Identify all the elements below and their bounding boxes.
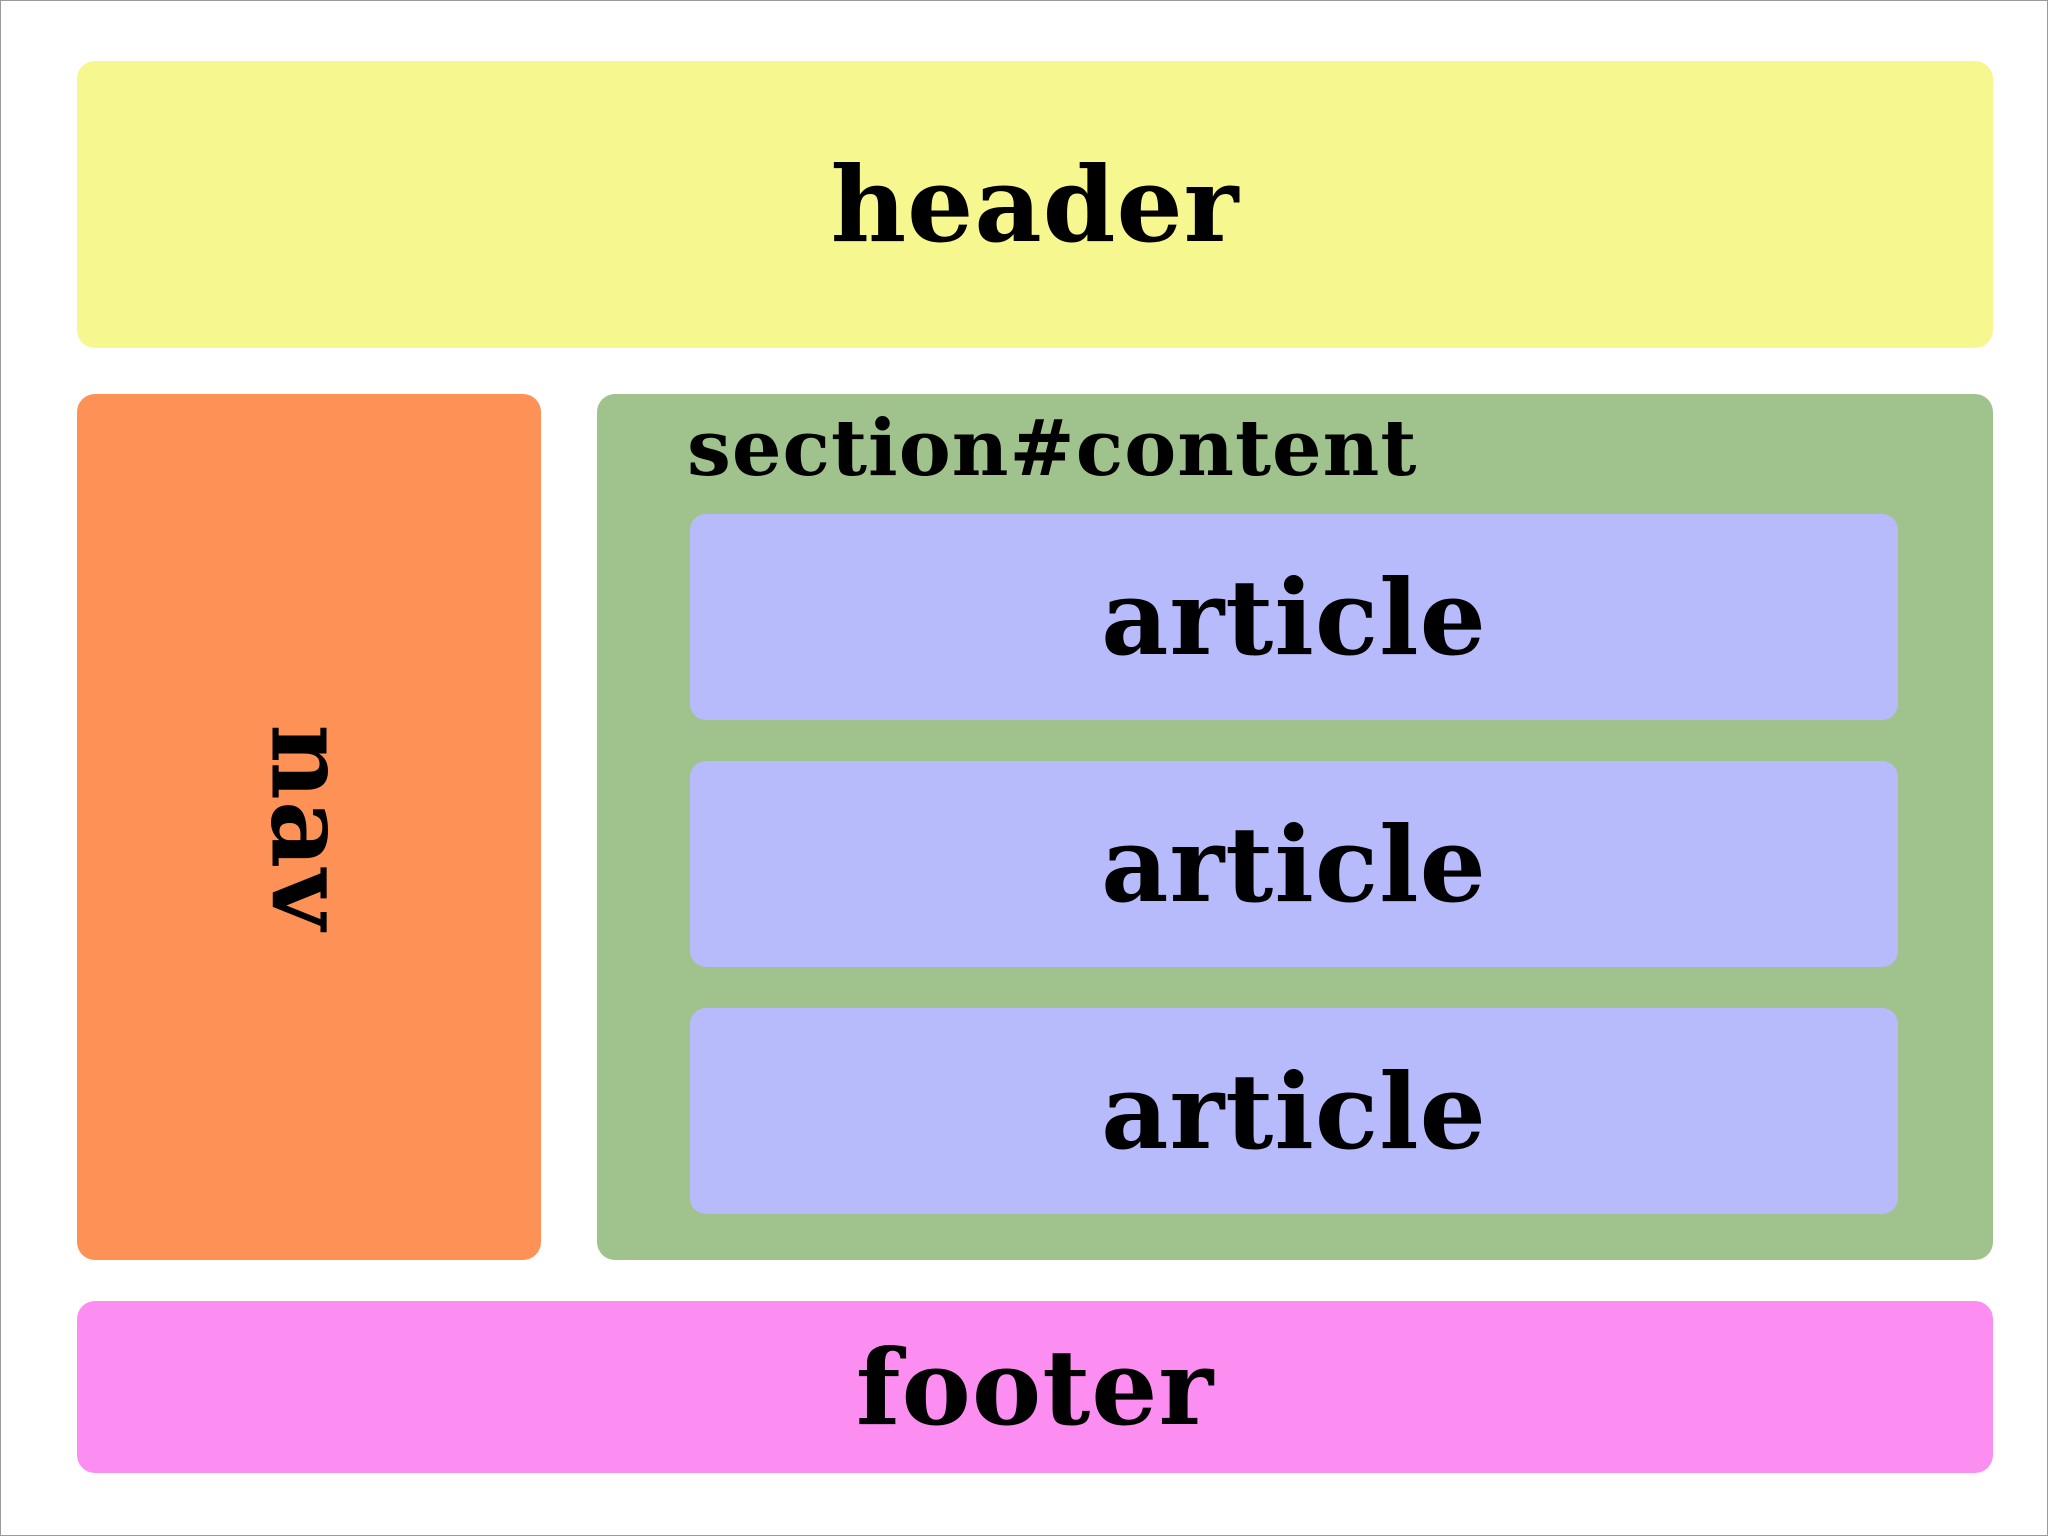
nav-label: nav	[247, 723, 371, 931]
article-box: article	[690, 761, 1898, 967]
article-label: article	[1101, 1049, 1487, 1173]
article-label: article	[1101, 555, 1487, 679]
header-box: header	[77, 61, 1993, 348]
article-box: article	[690, 514, 1898, 720]
header-label: header	[830, 143, 1240, 266]
nav-box: nav	[77, 394, 541, 1260]
section-content-label: section#content	[687, 403, 1418, 494]
article-box: article	[690, 1008, 1898, 1214]
footer-box: footer	[77, 1301, 1993, 1473]
footer-label: footer	[855, 1325, 1215, 1449]
section-content-box: section#content article article article	[597, 394, 1993, 1260]
article-label: article	[1101, 802, 1487, 926]
